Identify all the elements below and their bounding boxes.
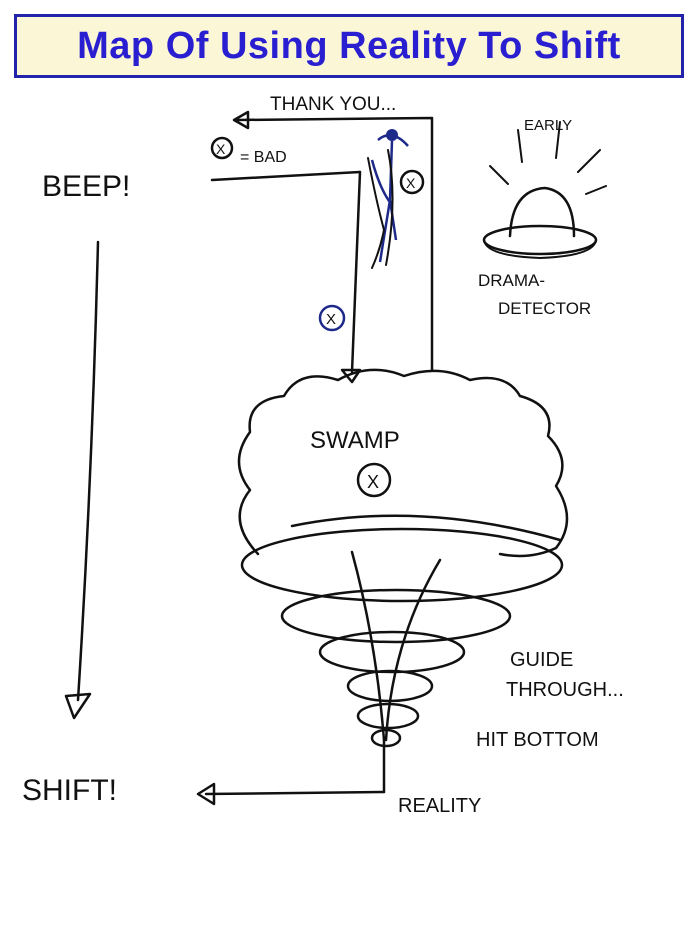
early-label: EARLY: [524, 117, 572, 134]
bad-x-mark: X: [216, 141, 226, 157]
shift-label: SHIFT!: [22, 774, 117, 807]
x-icon: [356, 462, 392, 498]
bad-legend-label: = BAD: [240, 149, 287, 166]
stick-figure-icon: [367, 129, 409, 269]
vortex-spiral: [240, 514, 564, 794]
beep-connector-line: [210, 170, 362, 182]
beep-to-shift-arrowhead: [64, 692, 92, 720]
x-mark-figure: X: [406, 175, 416, 191]
bad-x-icon: [210, 136, 234, 160]
swamp-label: SWAMP: [310, 427, 400, 454]
beep-label: BEEP!: [42, 170, 130, 203]
x-icon: [399, 169, 425, 195]
swamp-cloud: [237, 368, 569, 558]
page-title: Map Of Using Reality To Shift: [77, 24, 621, 67]
drama-detector-label-1: DRAMA-: [478, 271, 545, 290]
reality-to-shift-line: [204, 790, 386, 796]
x-mark-swamp: X: [367, 472, 379, 492]
guide-through-label-2: THROUGH...: [506, 679, 624, 701]
reality-label: REALITY: [398, 795, 481, 817]
thank-you-label: THANK YOU...: [270, 94, 396, 115]
thank-you-return-line: [234, 116, 434, 372]
drama-detector-label-2: DETECTOR: [498, 299, 591, 318]
x-mark-descent: X: [326, 311, 336, 328]
x-icon: [318, 304, 346, 332]
shift-arrowhead: [196, 782, 216, 806]
guide-through-label-1: GUIDE: [510, 649, 573, 671]
siren-icon: [482, 121, 607, 259]
beep-to-shift-line: [76, 240, 100, 702]
descent-line: [350, 170, 362, 374]
title-banner: Map Of Using Reality To Shift: [14, 14, 684, 78]
hit-bottom-label: HIT BOTTOM: [476, 729, 599, 751]
thank-you-arrowhead: [232, 110, 250, 130]
